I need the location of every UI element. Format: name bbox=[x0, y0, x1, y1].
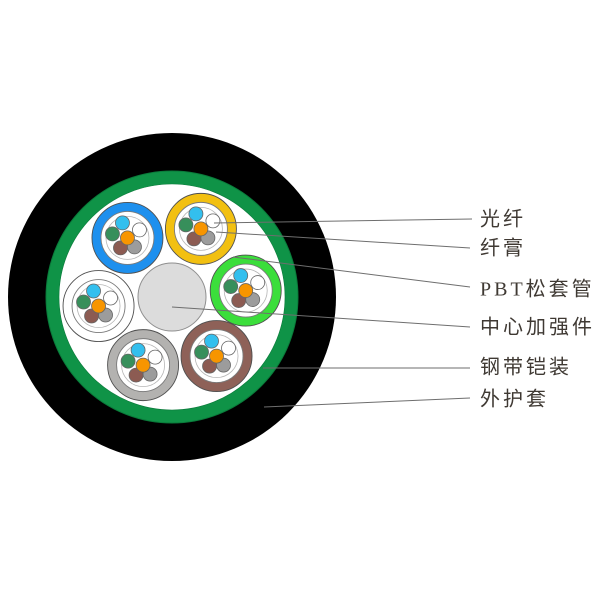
loose-tube-white-fiber-orange bbox=[91, 298, 106, 314]
leader-line-5 bbox=[263, 397, 471, 408]
central-strength-member bbox=[137, 262, 207, 332]
loose-tube-white-fiber-cyan bbox=[86, 283, 101, 299]
loose-tube-white-gel-boundary bbox=[76, 284, 121, 328]
loose-tube-yellow bbox=[164, 192, 237, 265]
label-pbt-loose-tube: PBT松套管 bbox=[480, 278, 595, 301]
loose-tube-gray-fiber-orange bbox=[135, 357, 151, 373]
loose-tube-green bbox=[209, 254, 282, 327]
label-outer-sheath: 外护套 bbox=[480, 388, 549, 411]
leader-line-2 bbox=[232, 256, 471, 288]
loose-tube-yellow-fiber-white bbox=[205, 213, 221, 229]
loose-tube-brown-fiber-cyan bbox=[204, 333, 219, 349]
loose-tube-white-fiber-green bbox=[76, 294, 91, 310]
loose-tube-brown-gel-boundary bbox=[194, 334, 239, 378]
loose-tube-gray-gel-boundary bbox=[121, 343, 165, 388]
label-central-strength-member: 中心加强件 bbox=[480, 316, 595, 339]
loose-tube-brown-fiber-orange bbox=[209, 348, 224, 364]
loose-tube-green-fiber-orange bbox=[238, 283, 254, 298]
label-fiber-gel: 纤膏 bbox=[480, 237, 526, 260]
loose-tube-blue-fiber-cyan bbox=[115, 215, 130, 231]
label-optical-fiber: 光纤 bbox=[480, 208, 526, 231]
loose-tube-gray-fiber-green bbox=[120, 353, 136, 369]
loose-tube-yellow-fiber-green bbox=[178, 217, 194, 233]
loose-tube-gray-fiber-cyan bbox=[130, 342, 146, 358]
loose-tube-blue-fiber-green bbox=[105, 226, 120, 242]
loose-tube-white-fiber-white bbox=[103, 290, 118, 306]
leader-line-0 bbox=[213, 218, 473, 224]
loose-tube-blue bbox=[91, 201, 164, 274]
loose-tube-gray bbox=[107, 329, 180, 402]
leader-line-1 bbox=[215, 231, 471, 249]
loose-tube-green-fiber-green bbox=[223, 279, 239, 294]
label-steel-tape-armor: 钢带铠装 bbox=[480, 356, 572, 379]
loose-tube-yellow-fiber-cyan bbox=[188, 206, 204, 222]
loose-tube-green-fiber-cyan bbox=[233, 268, 249, 283]
loose-tube-blue-fiber-orange bbox=[120, 230, 135, 246]
leader-line-3 bbox=[171, 306, 471, 328]
loose-tube-brown bbox=[180, 320, 253, 393]
loose-tube-brown-fiber-white bbox=[221, 340, 236, 356]
loose-tube-blue-gel-boundary bbox=[105, 216, 150, 260]
loose-tube-blue-fiber-white bbox=[132, 222, 147, 238]
loose-tube-brown-fiber-green bbox=[194, 344, 209, 360]
loose-tube-white bbox=[62, 270, 135, 342]
loose-tube-yellow-fiber-orange bbox=[193, 221, 209, 237]
loose-tube-yellow-gel-boundary bbox=[179, 206, 223, 251]
loose-tube-gray-fiber-white bbox=[147, 349, 163, 365]
loose-tube-green-fiber-white bbox=[250, 275, 266, 290]
